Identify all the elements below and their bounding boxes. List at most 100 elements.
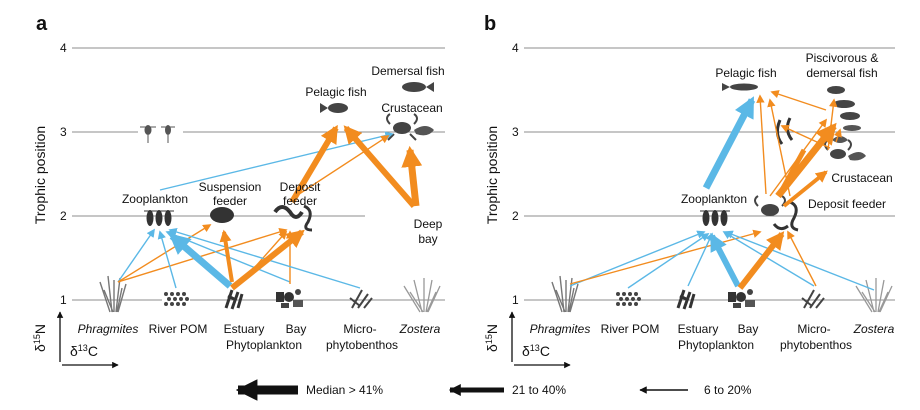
source-estuary: Estuary bbox=[224, 322, 265, 336]
piscivorous-fish-icons bbox=[827, 86, 861, 131]
source-phytoplankton: Phytoplankton bbox=[226, 338, 302, 352]
phragmites-icon-b bbox=[551, 275, 579, 313]
source-b-phytobenthos: phytobenthos bbox=[780, 338, 852, 352]
arrow-b-zooplankton-pelagic bbox=[702, 96, 756, 190]
panel-b-letter: b bbox=[484, 13, 496, 35]
y-tick-2: 2 bbox=[60, 209, 67, 223]
arrow-b-deposit-pelagic bbox=[756, 94, 767, 195]
source-micro: Micro- bbox=[343, 322, 376, 336]
label-b-pelagic: Pelagic fish bbox=[715, 66, 776, 80]
arrow-b-crust-pelagic bbox=[770, 90, 827, 111]
y-tick-4-b: 4 bbox=[512, 41, 519, 55]
legend: Median > 41% 21 to 40% 6 to 20% bbox=[235, 379, 752, 401]
zooplankton-icon-b bbox=[700, 210, 730, 226]
microphytobenthos-icon bbox=[349, 289, 373, 309]
panel-b: b 4 3 2 1 Trophic position δ15N δ13C bbox=[484, 13, 895, 369]
arrow-b-crust-pisc-2 bbox=[833, 128, 842, 143]
pelagic-fish-icon-b bbox=[722, 83, 758, 91]
source-b-phragmites: Phragmites bbox=[530, 322, 591, 336]
arrow-b-micro-zooplankton bbox=[722, 231, 815, 287]
y-tick-3: 3 bbox=[60, 125, 67, 139]
demersal-fish-icon bbox=[402, 82, 434, 92]
label-deposit-1: Deposit bbox=[280, 180, 321, 194]
d15n-label-b: δ15N bbox=[484, 324, 500, 352]
river-pom-icon-b bbox=[616, 292, 641, 306]
arrow-phragmites-deposit bbox=[117, 227, 288, 283]
d15n-label: δ15N bbox=[32, 324, 48, 352]
label-b-zooplankton: Zooplankton bbox=[681, 192, 747, 206]
arrow-b-riverpom-zooplankton bbox=[627, 233, 710, 289]
label-deep-2: bay bbox=[418, 232, 437, 246]
y-tick-3-b: 3 bbox=[512, 125, 519, 139]
y-axis-title: Trophic position bbox=[32, 126, 48, 224]
pelagic-fish-icon bbox=[320, 103, 348, 113]
source-b-river-pom: River POM bbox=[601, 322, 660, 336]
arrow-estuary-deposit-thick bbox=[230, 229, 305, 291]
arrow-b-phragmites-deposit bbox=[569, 229, 762, 285]
source-bay: Bay bbox=[286, 322, 307, 336]
source-b-micro: Micro- bbox=[797, 322, 830, 336]
estuary-phytoplankton-icon bbox=[224, 289, 244, 310]
arrow-riverpom-zooplankton bbox=[157, 230, 177, 289]
microphytobenthos-icon-b bbox=[801, 289, 825, 309]
legend-label-medium: 21 to 40% bbox=[512, 383, 566, 397]
y-tick-4: 4 bbox=[60, 41, 67, 55]
crustacean-icons-b bbox=[824, 136, 866, 161]
source-b-bay: Bay bbox=[738, 322, 759, 336]
deposit-feeder-icon bbox=[273, 204, 313, 232]
arrow-b-micro-deposit bbox=[787, 230, 817, 287]
arrow-b-deposit-crust-thick bbox=[779, 148, 807, 192]
river-pom-icon bbox=[162, 291, 190, 307]
worm-icon-b bbox=[775, 117, 794, 145]
arrow-deposit-pelagic bbox=[289, 124, 339, 204]
bay-phytoplankton-icon-b bbox=[728, 289, 755, 308]
label-zooplankton: Zooplankton bbox=[122, 192, 188, 206]
zostera-icon-b bbox=[855, 278, 893, 313]
label-deposit-2: feeder bbox=[283, 194, 317, 208]
arrow-b-phragmites-zooplankton bbox=[569, 230, 706, 287]
y-tick-2-b: 2 bbox=[512, 209, 519, 223]
source-phytobenthos: phytobenthos bbox=[326, 338, 398, 352]
arrow-b-zostera-zooplankton bbox=[724, 230, 875, 291]
label-b-deposit: Deposit feeder bbox=[808, 197, 886, 211]
arrow-b-estuary-zooplankton bbox=[687, 232, 713, 287]
d13c-label-b: δ13C bbox=[522, 343, 550, 359]
source-b-zostera: Zostera bbox=[853, 322, 895, 336]
arrow-b-bay-deposit bbox=[737, 231, 785, 290]
legend-label-thick: Median > 41% bbox=[306, 383, 383, 397]
d13c-label: δ13C bbox=[70, 343, 98, 359]
source-b-phytoplankton: Phytoplankton bbox=[678, 338, 754, 352]
arrow-b-deposit-crustacean bbox=[782, 170, 828, 208]
deposit-feeder-icon-b bbox=[754, 195, 799, 232]
arrow-deepbay-pelagic bbox=[343, 125, 417, 208]
arrow-deposit-crustacean bbox=[289, 135, 390, 201]
arrow-phragmites-suspension bbox=[117, 224, 212, 283]
label-b-pisc-2: demersal fish bbox=[806, 66, 877, 80]
label-crustacean: Crustacean bbox=[381, 101, 442, 115]
label-b-crustacean: Crustacean bbox=[831, 171, 892, 185]
bay-phytoplankton-icon bbox=[276, 289, 303, 308]
source-b-estuary: Estuary bbox=[678, 322, 719, 336]
label-b-pisc-1: Piscivorous & bbox=[806, 51, 879, 65]
arrow-estuary-zooplankton bbox=[168, 233, 233, 289]
label-deep-1: Deep bbox=[414, 217, 443, 231]
arrow-b-bay-zooplankton bbox=[709, 232, 741, 288]
arrow-estuary-suspension bbox=[219, 229, 234, 283]
y-axis-title-b: Trophic position bbox=[484, 126, 500, 224]
label-demersal-fish: Demersal fish bbox=[371, 64, 444, 78]
crustacean-icon bbox=[386, 113, 434, 141]
phragmites-icon bbox=[99, 275, 127, 313]
y-tick-1-b: 1 bbox=[512, 293, 519, 307]
legend-label-thin: 6 to 20% bbox=[704, 383, 752, 397]
arrow-deepbay-crustacean bbox=[401, 145, 423, 207]
y-tick-1: 1 bbox=[60, 293, 67, 307]
zooplankton-top-icon bbox=[140, 125, 175, 143]
panel-a-letter: a bbox=[36, 13, 48, 35]
suspension-feeder-icon bbox=[210, 207, 234, 223]
label-pelagic-fish: Pelagic fish bbox=[305, 85, 366, 99]
panel-a: a 4 3 2 1 Trophic position δ15N δ13C bbox=[32, 13, 445, 369]
source-river-pom: River POM bbox=[149, 322, 208, 336]
label-suspension-2: feeder bbox=[213, 194, 247, 208]
estuary-phytoplankton-icon-b bbox=[676, 289, 696, 310]
